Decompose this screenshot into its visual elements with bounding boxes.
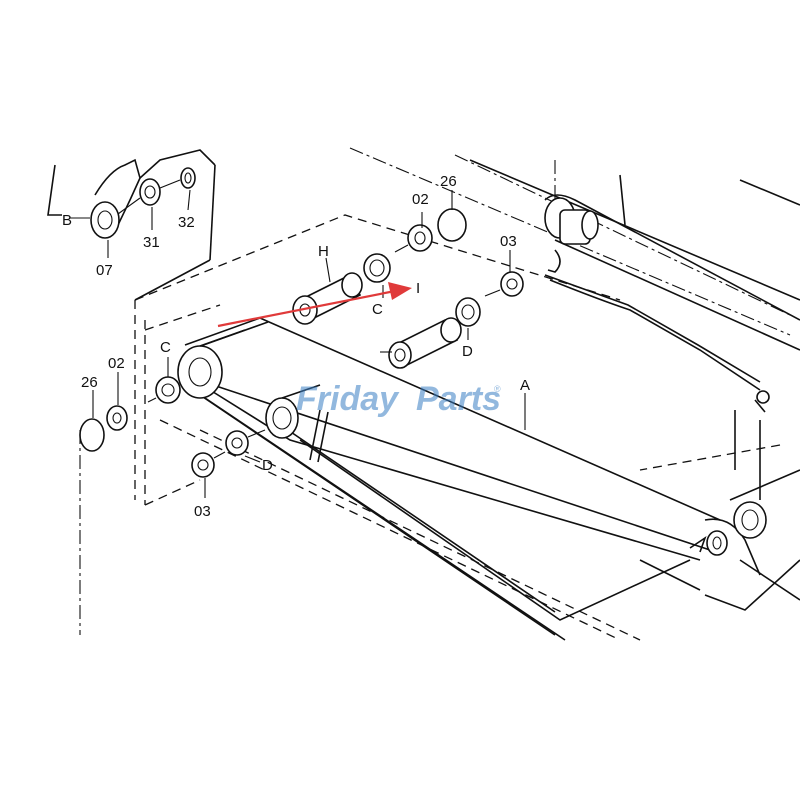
bushing-c-left [147,376,181,404]
hydraulic-cylinder [469,159,800,413]
washer-03-bottom [191,451,226,478]
callout-02-left: 02 [108,355,125,372]
callout-h: H [318,243,329,260]
watermark-text-parts: Parts [416,380,501,418]
callout-31: 31 [143,234,160,251]
callout-26-left: 26 [81,374,98,391]
callout-d-bottom: D [262,457,273,474]
washer-02-top [394,224,433,253]
callout-32: 32 [178,214,195,231]
leader-lines [70,189,526,498]
bushing-i [380,317,462,369]
bushing-h [292,272,363,325]
snap-ring-26-left [79,418,105,452]
main-boom-a [177,317,800,641]
upper-left-link [47,149,216,301]
callout-03-bottom: 03 [194,503,211,520]
snap-ring-26-top [437,208,467,242]
callout-26-top: 26 [440,173,457,190]
bushing-d-bottom [225,429,266,456]
callout-d-top: D [462,343,473,360]
callout-07: 07 [96,262,113,279]
washer-03-top [484,271,524,297]
watermark-registered-mark: ® [494,384,501,394]
callout-c-top: C [372,301,383,318]
bushing-c-top [363,253,391,283]
callout-i: I [416,280,420,297]
red-arrow [217,282,412,328]
dashed-boundary-outer [134,214,781,641]
watermark-text-friday: Friday [296,380,400,418]
washer-02-left [106,405,128,431]
watermark-logo: Friday Parts ® [296,380,501,418]
center-lines [79,147,791,635]
callout-03-top: 03 [500,233,517,250]
bushing-d-top [455,297,481,327]
callout-a: A [520,377,530,394]
callout-02-top: 02 [412,191,429,208]
callout-c-left: C [160,339,171,356]
callout-b: B [62,212,72,229]
callout-labels: B 07 31 32 H C I D 02 26 03 C 02 26 D 03… [62,173,530,520]
